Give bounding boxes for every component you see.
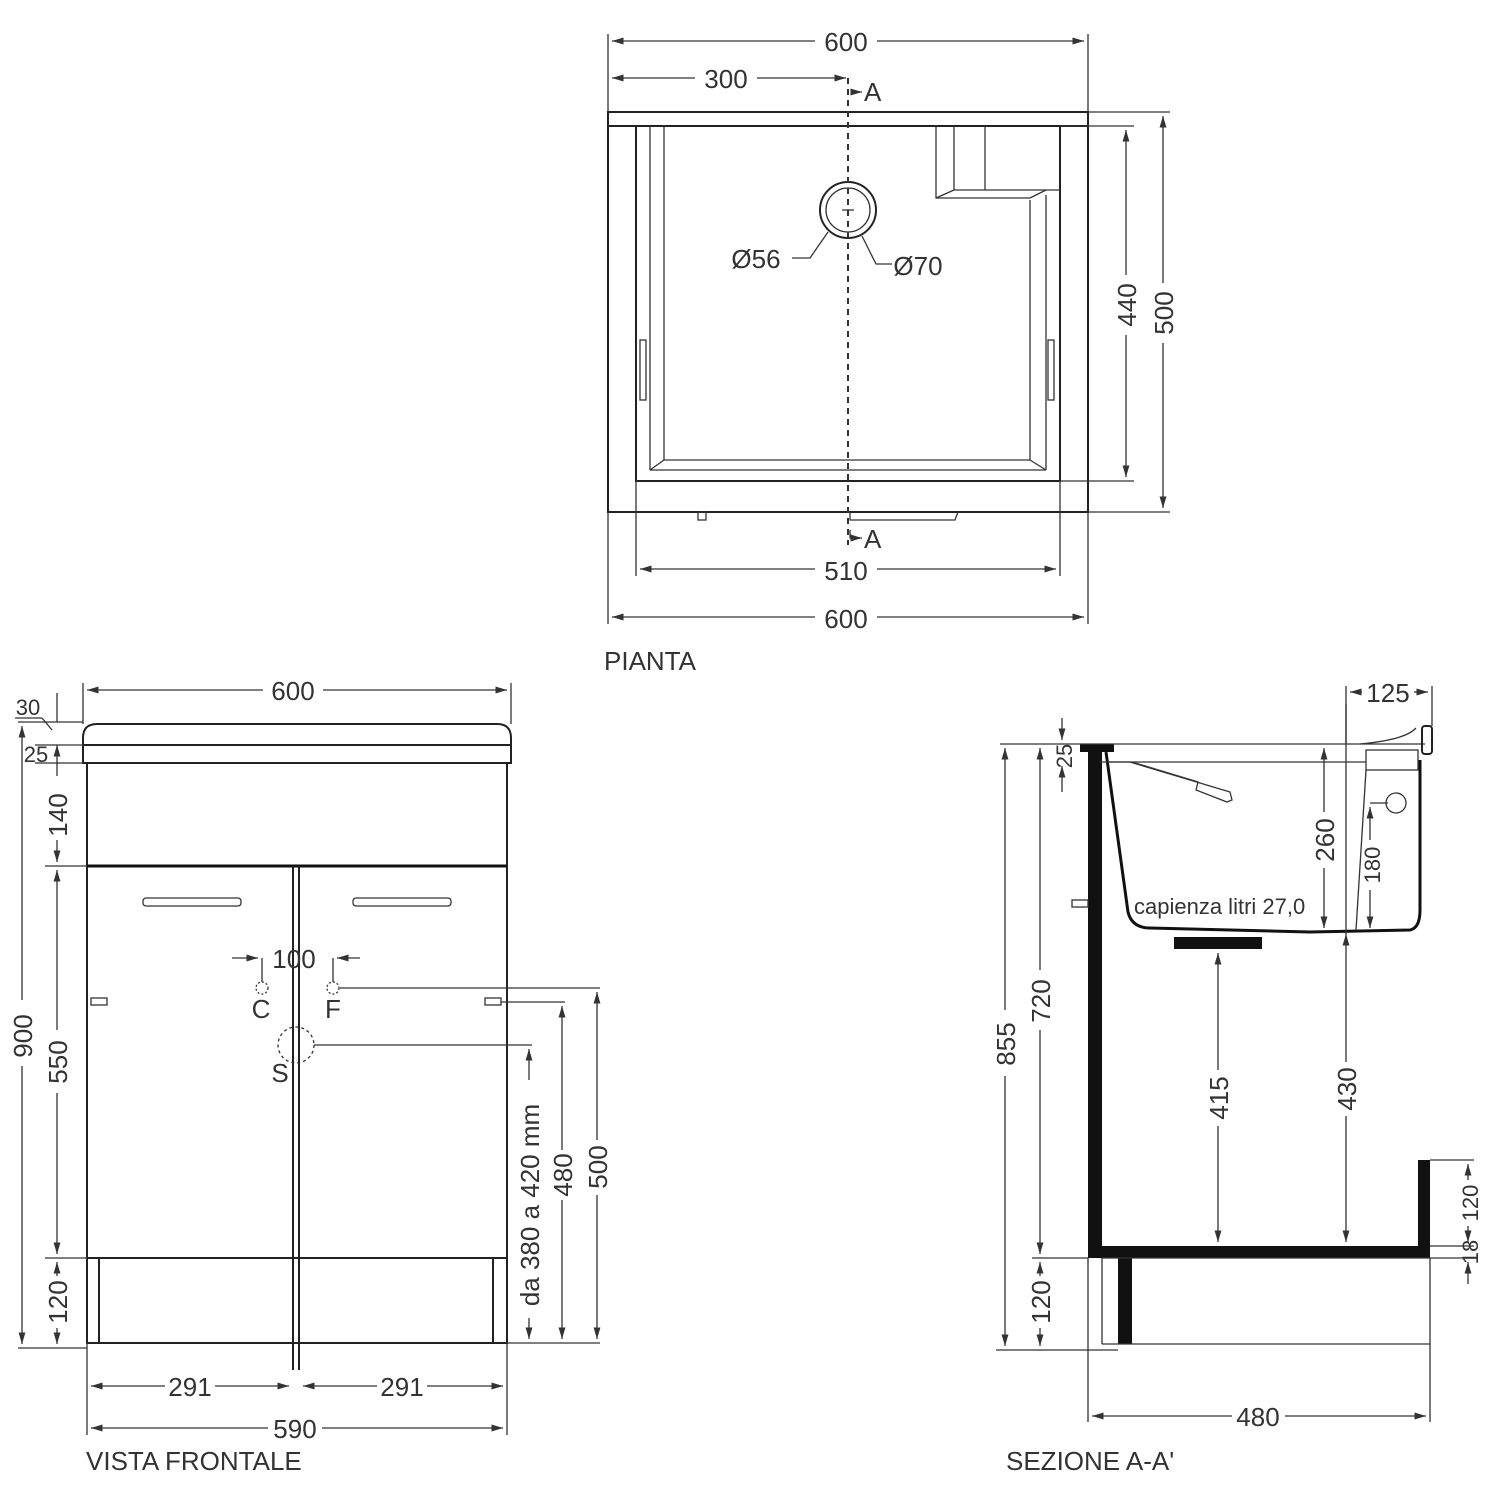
front-door-height: 550 xyxy=(43,1040,73,1083)
section-overhang: 125 xyxy=(1366,678,1409,708)
drain-inner-diameter: Ø56 xyxy=(731,244,780,274)
cold-water-connection xyxy=(326,981,340,995)
section-total-height: 855 xyxy=(991,1022,1021,1065)
base-width: 590 xyxy=(273,1414,316,1444)
shelf-to-tray: 415 xyxy=(1204,1076,1234,1119)
section-shelf xyxy=(1088,1246,1430,1258)
front-view: 100 C F S 600 30 25 140 550 120 900 xyxy=(8,676,613,1476)
shelf-to-basin: 430 xyxy=(1332,1067,1362,1110)
hot-water-connection xyxy=(255,981,269,995)
overflow-height: 180 xyxy=(1360,847,1385,884)
drain-outer-diameter: Ø70 xyxy=(893,251,942,281)
plan-outer-depth: 500 xyxy=(1149,291,1179,334)
hot-label: C xyxy=(252,994,271,1024)
section-title: SEZIONE A-A' xyxy=(1006,1446,1174,1476)
trap-block xyxy=(1174,937,1262,949)
left-door-handle xyxy=(142,897,242,907)
tap-spacing: 100 xyxy=(272,944,315,974)
front-plinth-height: 120 xyxy=(43,1280,73,1323)
section-marker-bottom: A xyxy=(864,524,882,554)
section-rim: 25 xyxy=(1052,744,1077,768)
front-top-width: 600 xyxy=(271,676,314,706)
left-door-width: 291 xyxy=(168,1372,211,1402)
section-plinth: 120 xyxy=(1026,1280,1056,1323)
basin-profile xyxy=(1104,751,1422,934)
plan-view: 600 300 A A Ø56 Ø70 440 500 510 xyxy=(604,27,1179,676)
drain-height-range: da 380 a 420 mm xyxy=(515,1104,545,1306)
shelf-thickness: 18 xyxy=(1458,1240,1483,1264)
section-view: 125 25 260 180 capienza litri 27,0 855 7… xyxy=(991,678,1483,1476)
plan-inner-width: 510 xyxy=(824,556,867,586)
supply-height-480: 480 xyxy=(548,1153,578,1196)
front-cabinet xyxy=(86,762,508,1344)
front-rim-thickness: 25 xyxy=(24,742,48,767)
front-title: VISTA FRONTALE xyxy=(86,1446,302,1476)
cabinet-height: 720 xyxy=(1026,979,1056,1022)
front-basin-top xyxy=(82,723,512,764)
plan-top-width: 600 xyxy=(824,27,867,57)
plan-half-width: 300 xyxy=(704,64,747,94)
section-depth: 480 xyxy=(1236,1402,1279,1432)
section-marker-top: A xyxy=(864,77,882,107)
right-door-width: 291 xyxy=(380,1372,423,1402)
basin-depth: 260 xyxy=(1310,818,1340,861)
front-total-height: 900 xyxy=(8,1014,38,1057)
plan-title: PIANTA xyxy=(604,646,697,676)
front-band-height: 140 xyxy=(43,793,73,836)
cold-label: F xyxy=(325,994,341,1024)
right-door-handle xyxy=(352,897,452,907)
plan-inner-depth: 440 xyxy=(1112,283,1142,326)
plan-bottom-width: 600 xyxy=(824,604,867,634)
front-top-rim: 30 xyxy=(16,695,40,720)
supply-height-500: 500 xyxy=(583,1145,613,1188)
overflow-hole xyxy=(1385,792,1407,814)
drain-label: S xyxy=(271,1058,288,1088)
capacity-label: capienza litri 27,0 xyxy=(1134,894,1305,919)
back-upstand-height: 120 xyxy=(1458,1185,1483,1222)
